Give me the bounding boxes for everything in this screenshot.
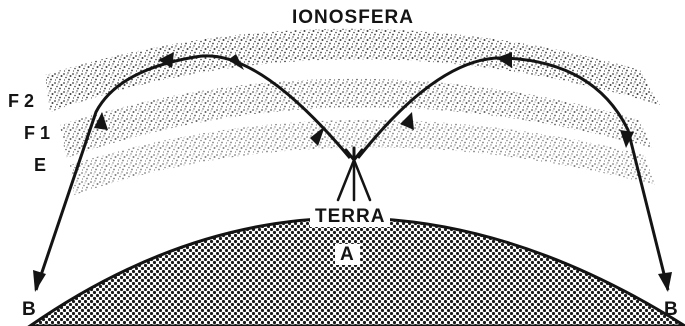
- earth-surface: [30, 218, 685, 326]
- ionosphere-title: IONOSFERA: [288, 8, 418, 27]
- arrow-right-arrival: [658, 272, 672, 292]
- layer-f2-label: F 2: [8, 92, 34, 110]
- antenna-icon: [338, 148, 370, 200]
- arrow-left-arrival: [33, 270, 46, 292]
- receiver-left-label: B: [22, 300, 37, 319]
- receiver-right-label: B: [664, 300, 679, 319]
- layer-f1-label: F 1: [24, 124, 50, 142]
- ionosphere-bands: [45, 29, 660, 195]
- layer-e-label: E: [34, 156, 46, 174]
- earth-label: TERRA: [310, 206, 390, 227]
- transmitter-label: A: [335, 244, 360, 265]
